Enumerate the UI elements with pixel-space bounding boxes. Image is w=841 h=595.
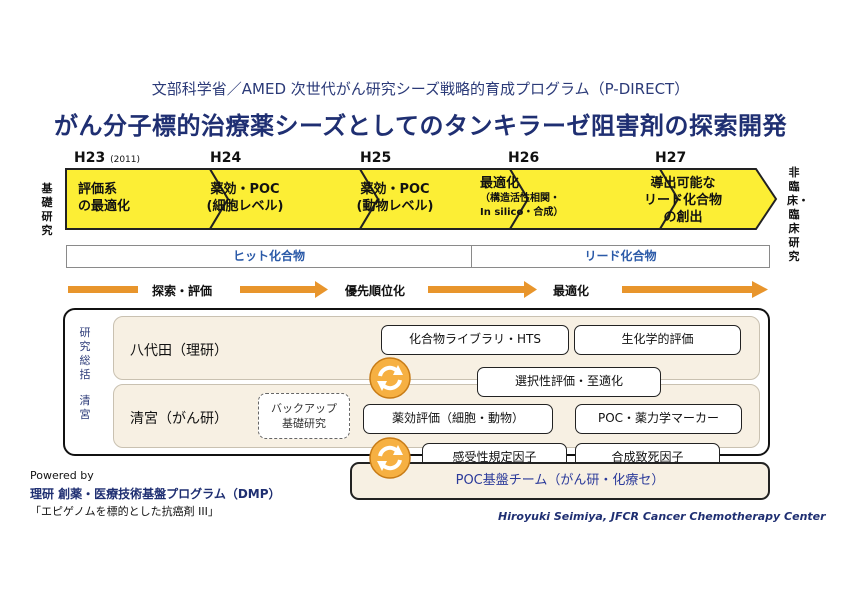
page-title: がん分子標的治療薬シーズとしてのタンキラーゼ阻害剤の探索開発 [53,112,788,140]
basic-research-label: 基礎研究 [41,182,53,237]
stage-3-line2: (動物レベル) [356,199,434,214]
phase-explore-label: 探索・評価 [152,284,213,298]
task-biochemical: 生化学的評価 [574,325,741,355]
stage-4-line1: 最適化 [480,176,520,191]
stage-5-line2: リード化合物 [643,193,722,208]
lead-compound-label: リード化合物 [584,249,657,263]
year-h27: H27 [655,150,687,166]
stage-chevrons [65,168,778,230]
phase-optimize-label: 最適化 [553,284,590,298]
director-name-label: 清宮 [79,394,91,421]
stage-1-line1: 評価系 [78,182,118,197]
year-note: (2011) [110,155,141,165]
stage-1-line2: の最適化 [78,199,131,214]
project-name-label: 「エピゲノムを標的とした抗癌剤 III」 [30,505,219,518]
phase-arrow-shaft-3 [428,286,524,293]
backup-line2: 基礎研究 [282,417,326,430]
riken-lab-name: 八代田（理研） [130,343,228,359]
stage-chevron-5 [658,168,778,230]
powered-by-label: Powered by [30,469,94,482]
stage-5-line3: の創出 [663,210,703,225]
phase-arrow-head-2 [524,281,537,298]
dmp-program-label: 理研 創薬・医療技術基盤プログラム（DMP） [30,487,281,501]
task-poc-marker: POC・薬力学マーカー [575,404,742,434]
stage-5-text: 導出可能な リード化合物 の創出 [628,175,738,226]
clinical-research-label: 非臨床・臨床研究 [787,166,809,263]
cycle-arrows-icon [369,357,411,399]
stage-2-line2: (細胞レベル) [206,199,284,214]
phase-prioritize-label: 優先順位化 [345,284,406,298]
task-selectivity: 選択性評価・至適化 [477,367,661,397]
lead-compound-bar: リード化合物 [471,245,770,268]
stage-5-line1: 導出可能な [650,176,716,191]
phase-arrow-shaft-4 [622,286,752,293]
stage-4-line2: （構造活性相関・ [480,193,560,204]
year-h25: H25 [360,150,392,166]
poc-team-box: POC基盤チーム（がん研・化療セ） [350,462,770,500]
phase-arrow-shaft-2 [240,286,315,293]
stage-2-line1: 薬効・POC [210,182,280,197]
phase-arrow-head-1 [315,281,328,298]
task-library-hts: 化合物ライブラリ・HTS [381,325,569,355]
stage-4-line3: In silico・合成） [480,207,564,218]
year-h23: H23 (2011) [74,150,140,166]
phase-arrow-head-3 [752,281,768,298]
stage-2-text: 薬効・POC (細胞レベル) [190,181,300,215]
research-director-label: 研究総括 [79,326,91,381]
stage-3-text: 薬効・POC (動物レベル) [340,181,450,215]
hit-compound-label: ヒット化合物 [232,249,305,263]
phase-arrows [68,281,768,298]
backup-research-box: バックアップ 基礎研究 [258,393,350,439]
backup-line1: バックアップ [271,402,337,415]
task-efficacy: 薬効評価（細胞・動物） [363,404,553,434]
program-subtitle: 文部科学省／AMED 次世代がん研究シーズ戦略的育成プログラム（P-DIRECT… [151,80,690,98]
author-credit: Hiroyuki Seimiya, JFCR Cancer Chemothera… [498,510,826,523]
jfcr-lab-name: 清宮（がん研） [130,411,228,427]
year-h26: H26 [508,150,540,166]
stage-3-line1: 薬効・POC [360,182,430,197]
phase-arrow-shaft-1 [68,286,138,293]
year-h24: H24 [210,150,242,166]
stage-4-text: 最適化 （構造活性相関・ In silico・合成） [480,175,600,220]
hit-compound-bar: ヒット化合物 [66,245,472,268]
stage-1-text: 評価系 の最適化 [78,181,130,215]
organization-box [63,308,770,456]
year-label: H23 [74,150,106,166]
cycle-arrows-icon [369,437,411,479]
